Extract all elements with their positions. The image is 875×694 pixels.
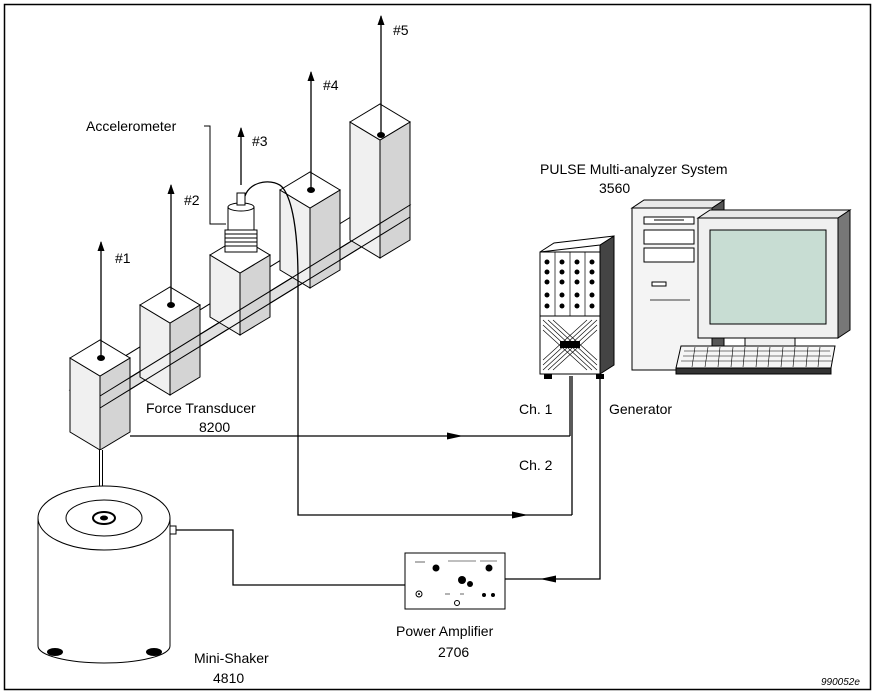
channel-1-label: Ch. 1 bbox=[519, 401, 553, 417]
power-amplifier-label: Power Amplifier bbox=[396, 623, 494, 639]
point-label-3: #3 bbox=[252, 133, 268, 149]
point-label-5: #5 bbox=[393, 22, 409, 38]
block-1 bbox=[69, 339, 131, 451]
beam-structure bbox=[68, 15, 412, 451]
point-label-2: #2 bbox=[184, 192, 200, 208]
pulse-model-label: 3560 bbox=[599, 180, 630, 196]
power-amplifier-icon bbox=[404, 552, 506, 610]
block-4 bbox=[279, 171, 341, 289]
force-transducer-label: Force Transducer bbox=[146, 400, 256, 416]
shaker-icon bbox=[37, 485, 177, 664]
figure-frame bbox=[3, 3, 872, 691]
shaker-model-label: 4810 bbox=[213, 670, 244, 686]
block-5 bbox=[349, 103, 411, 259]
block-2 bbox=[139, 286, 201, 396]
point-label-4: #4 bbox=[323, 77, 339, 93]
accelerometer-label: Accelerometer bbox=[86, 118, 177, 134]
shaker-label: Mini-Shaker bbox=[194, 650, 269, 666]
point-label-1: #1 bbox=[115, 250, 131, 266]
computer-icon bbox=[630, 199, 852, 375]
analyzer-frontend-icon bbox=[539, 235, 615, 379]
force-model-label: 8200 bbox=[199, 419, 230, 435]
pulse-system-label: PULSE Multi-analyzer System bbox=[540, 161, 728, 177]
accelerometer-icon bbox=[224, 181, 528, 519]
figure-id-label: 990052e bbox=[821, 677, 860, 688]
generator-label: Generator bbox=[609, 401, 672, 417]
channel-2-label: Ch. 2 bbox=[519, 457, 553, 473]
power-model-label: 2706 bbox=[438, 644, 469, 660]
